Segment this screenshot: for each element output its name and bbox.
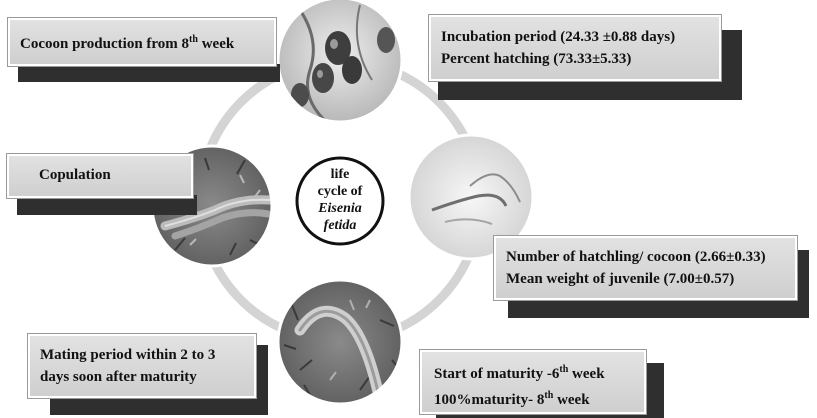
center-title-line4: fetida bbox=[300, 217, 380, 234]
cocoon-text: Cocoon production from 8 bbox=[20, 36, 189, 52]
mating-line2: days soon after maturity bbox=[40, 366, 254, 388]
hatchling-box: Number of hatchling/ cocoon (2.66±0.33) … bbox=[494, 236, 797, 300]
mating-box: Mating period within 2 to 3 days soon af… bbox=[28, 334, 256, 398]
center-title-line1: life bbox=[300, 166, 380, 183]
cocoon-box-shadow bbox=[18, 64, 280, 82]
maturity-box: Start of maturity -6th week 100%maturity… bbox=[420, 350, 646, 414]
incubation-box: Incubation period (24.33 ±0.88 days) Per… bbox=[429, 15, 721, 81]
copulation-box-shadow bbox=[17, 195, 197, 215]
cocoon-sup: th bbox=[189, 34, 198, 45]
mating-line1: Mating period within 2 to 3 bbox=[40, 344, 254, 366]
center-title-line3: Eisenia bbox=[300, 200, 380, 217]
copulation-text: Copulation bbox=[39, 167, 111, 183]
hatchling-line2: Mean weight of juvenile (7.00±0.57) bbox=[506, 268, 785, 290]
cocoon-after: week bbox=[198, 36, 234, 52]
maturity-line2-sup: th bbox=[544, 390, 553, 401]
maturity-line2-after: week bbox=[553, 392, 589, 408]
incubation-line2: Percent hatching (73.33±5.33) bbox=[441, 48, 709, 70]
hatchling-line1: Number of hatchling/ cocoon (2.66±0.33) bbox=[506, 246, 785, 268]
cocoon-box: Cocoon production from 8th week bbox=[8, 18, 276, 66]
maturity-line1-text: Start of maturity -6 bbox=[434, 366, 559, 382]
maturity-line1-after: week bbox=[568, 366, 604, 382]
center-title-line2: cycle of bbox=[300, 183, 380, 200]
incubation-line1: Incubation period (24.33 ±0.88 days) bbox=[441, 26, 709, 48]
maturity-line2-text: 100%maturity- 8 bbox=[434, 392, 544, 408]
center-title: life cycle of Eisenia fetida bbox=[300, 166, 380, 234]
maturity-line1-sup: th bbox=[559, 364, 568, 375]
copulation-box: Copulation bbox=[7, 154, 193, 198]
